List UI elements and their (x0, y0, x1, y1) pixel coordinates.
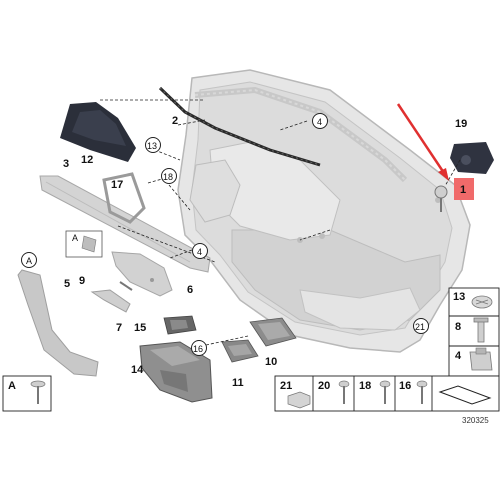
svg-text:16: 16 (193, 344, 203, 354)
part-number-3: 3 (63, 158, 69, 170)
svg-text:4: 4 (197, 247, 202, 257)
legend-item-18: 18 (359, 380, 371, 392)
legend-item-4: 4 (455, 350, 462, 362)
screw-icon (30, 380, 46, 404)
part-number-6: 6 (187, 284, 193, 296)
svg-text:13: 13 (147, 141, 157, 151)
callout-18: 18 (161, 168, 177, 184)
switch-part (163, 315, 197, 335)
legend-item-21: 21 (280, 380, 292, 392)
bolt-icon-16 (416, 380, 428, 404)
callout-21: 21 (413, 318, 429, 334)
part-number-19: 19 (455, 118, 467, 130)
switch-block-part (139, 341, 213, 403)
legend-right-column: 13 8 4 (448, 287, 500, 377)
small-switch-part (221, 339, 259, 363)
part-number-11: 11 (232, 377, 244, 389)
part-number-14: 14 (131, 364, 144, 376)
grab-handle-part (17, 269, 99, 377)
callout-a: A (21, 252, 37, 268)
callout-16: 16 (191, 340, 207, 356)
legend-item-16: 16 (399, 380, 411, 392)
circle-a-inset-label: A (72, 233, 78, 243)
window-switch-part (249, 317, 297, 347)
part-number-1: 1 (460, 184, 466, 196)
clip-bracket-part: A (65, 230, 103, 258)
door-trim-panel (177, 69, 471, 353)
speaker-cover-part (60, 102, 136, 162)
bolt-icon-18 (379, 380, 391, 404)
legend-item-13: 13 (453, 291, 465, 303)
handle-cover-part (111, 251, 173, 297)
cap-icon (471, 295, 493, 309)
module-part (450, 142, 494, 174)
seal-strip-part (158, 86, 321, 167)
clip-icon (469, 347, 493, 371)
legend-item-8: 8 (455, 321, 461, 333)
highlight-arrow: 1 (396, 103, 474, 200)
lever-part (90, 281, 133, 313)
bolt-part-1 (434, 185, 448, 212)
svg-text:18: 18 (163, 172, 173, 182)
svg-text:21: 21 (415, 322, 425, 332)
callout-13: 13 (145, 137, 161, 153)
frame-part (102, 172, 146, 224)
legend-item-a: A (8, 380, 16, 392)
part-number-12: 12 (81, 154, 93, 166)
legend-bottom-row: A 21 20 18 16 (2, 375, 500, 412)
bolt-icon-20 (338, 380, 350, 404)
svg-text:A: A (26, 256, 32, 266)
trim-strip-part (39, 175, 211, 273)
part-number-10: 10 (265, 356, 277, 368)
part-number-2: 2 (172, 115, 178, 127)
nut-icon (287, 391, 311, 409)
part-number-17: 17 (111, 179, 123, 191)
svg-text:4: 4 (317, 117, 322, 127)
part-number-9: 9 (79, 275, 85, 287)
callout-4-top: 4 (312, 113, 328, 129)
part-number-5: 5 (64, 278, 70, 290)
part-number-7: 7 (116, 322, 122, 334)
part-shape-icon (438, 385, 492, 405)
reference-code: 320325 (462, 416, 489, 425)
callout-4-mid: 4 (192, 243, 208, 259)
pin-icon (473, 317, 489, 343)
part-number-15: 15 (134, 322, 146, 334)
legend-item-20: 20 (318, 380, 330, 392)
